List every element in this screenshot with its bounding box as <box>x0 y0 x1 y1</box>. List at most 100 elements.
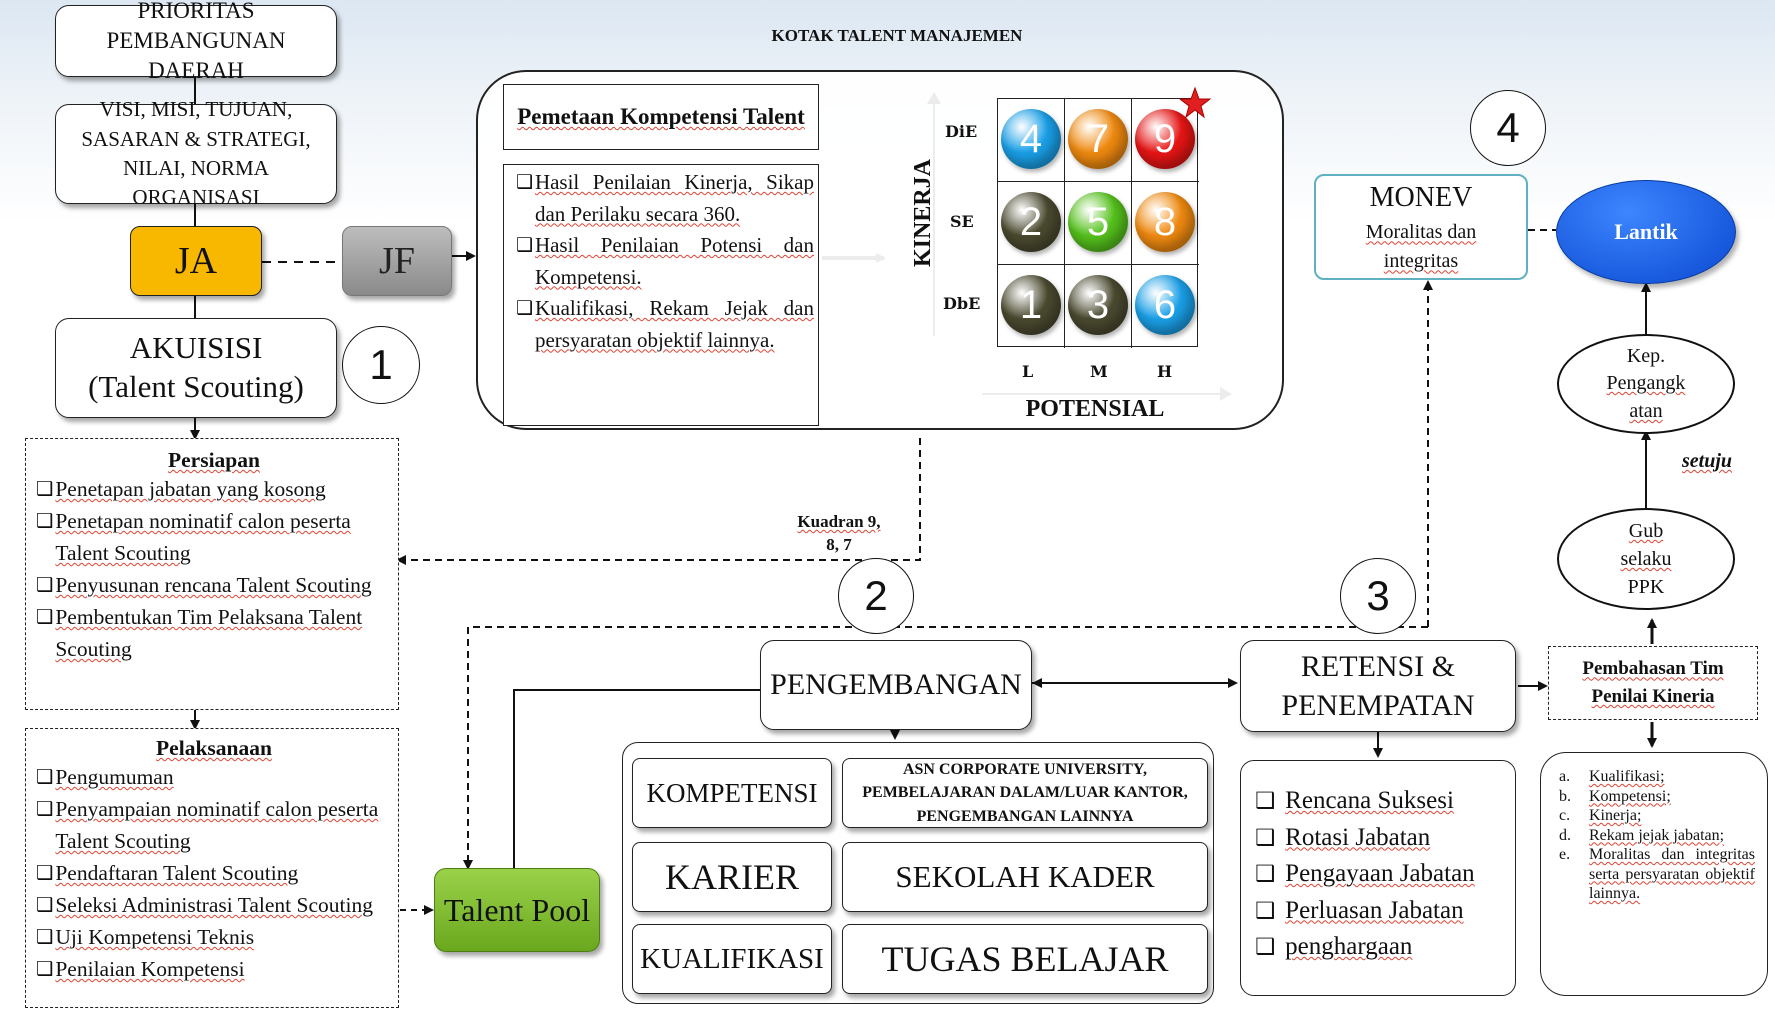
pemetaan-title-box: Pemetaan Kompetensi Talent <box>503 84 819 150</box>
criteria-marker: b. <box>1559 787 1571 805</box>
kompetensi-box: KOMPETENSI <box>632 758 832 828</box>
persiapan-item: ❑Penetapan jabatan yang kosong <box>36 473 392 505</box>
checkbox-icon: ❑ <box>516 171 533 193</box>
step-2-circle: 2 <box>838 558 914 634</box>
tugas-belajar-box: TUGAS BELAJAR <box>842 924 1208 994</box>
matrix-cell: 7 <box>1065 99 1132 182</box>
checkbox-icon: ❑ <box>36 605 54 628</box>
pembahasan-line-1: Pembahasan Tim <box>1582 658 1724 680</box>
star-icon <box>1178 86 1212 120</box>
criteria-list-box: a.Kualifikasi;b.Kompetensi;c.Kinerja;d.R… <box>1540 752 1768 996</box>
col-label-h: H <box>1157 362 1173 381</box>
criteria-marker: a. <box>1559 768 1571 785</box>
retensi-box: RETENSI & PENEMPATAN <box>1240 640 1516 732</box>
akuisisi-subtitle: (Talent Scouting) <box>88 369 304 404</box>
talent-pool-label: Talent Pool <box>443 891 591 928</box>
criteria-marker: e. <box>1559 846 1571 863</box>
pelaksanaan-item: ❑Penyampaian nominatif calon peserta Tal… <box>36 793 392 857</box>
quadrant-ball: 1 <box>1001 275 1061 335</box>
criteria-item: c. Kinerja; <box>1559 806 1755 826</box>
retensi-item: ❑Rotasi Jabatan <box>1255 820 1475 857</box>
ja-label: JA <box>174 240 218 282</box>
sekolah-kader-label: SEKOLAH KADER <box>895 859 1155 894</box>
persiapan-item-text: Pembentukan Tim Pelaksana Talent Scoutin… <box>55 605 363 661</box>
criteria-text: Rekam jejak jabatan; <box>1589 826 1725 844</box>
monev-line-1: Moralitas dan <box>1365 221 1477 244</box>
checkbox-icon: ❑ <box>1255 788 1276 814</box>
retensi-title: RETENSI & <box>1300 650 1456 683</box>
pelaksanaan-item-text: Pengumuman <box>55 765 174 789</box>
kep-line-1: Kep. <box>1626 344 1666 367</box>
corporate-university-box: ASN CORPORATE UNIVERSITY, PEMBELAJARAN D… <box>842 758 1208 828</box>
checkbox-icon: ❑ <box>36 477 54 500</box>
criteria-text: Kinerja; <box>1589 807 1642 824</box>
kuadran-line-2: 8, 7 <box>826 535 852 554</box>
kuadran-line-1: Kuadran 9, <box>797 512 881 531</box>
prioritas-text: PRIORITAS PEMBANGUNAN DAERAH <box>106 0 286 83</box>
step-2-label: 2 <box>864 572 888 619</box>
persiapan-item: ❑Penetapan nominatif calon peserta Talen… <box>36 505 392 569</box>
quadrant-ball: 5 <box>1068 192 1128 252</box>
criteria-item: a.Kualifikasi; <box>1559 767 1755 787</box>
criteria-item: e.Moralitas dan integritas serta persyar… <box>1559 845 1755 904</box>
checkbox-icon: ❑ <box>36 573 54 596</box>
matrix-cell: 3 <box>1065 265 1132 348</box>
checkbox-icon: ❑ <box>1255 897 1276 924</box>
checkbox-icon: ❑ <box>36 957 54 980</box>
checkbox-icon: ❑ <box>516 297 533 319</box>
pelaksanaan-item: ❑Penilaian Kompetensi <box>36 953 392 985</box>
pemetaan-item: ❑Hasil Penilaian Kinerja, Sikap dan Peri… <box>516 167 814 230</box>
gub-line-2: selaku <box>1620 548 1672 570</box>
matrix-cell: 6 <box>1132 265 1199 348</box>
step-3-circle: 3 <box>1340 558 1416 634</box>
checkbox-icon: ❑ <box>36 893 54 916</box>
gub-line-1: Gub <box>1628 520 1664 542</box>
pelaksanaan-item: ❑Uji Kompetensi Teknis <box>36 921 392 953</box>
kep-pengangkatan-ellipse: Kep. Pengangk atan <box>1557 334 1735 434</box>
persiapan-item-text: Penetapan jabatan yang kosong <box>55 477 326 501</box>
pelaksanaan-list: ❑ Pengumuman ❑Penyampaian nominatif calon … <box>36 761 392 985</box>
kinerja-axis-label: KINERJA <box>910 159 936 268</box>
persiapan-box: Persiapan ❑Penetapan jabatan yang kosong… <box>25 438 399 710</box>
pemetaan-item-text: Hasil Penilaian Potensi dan Kompetensi. <box>534 233 814 289</box>
criteria-text: Kompetensi; <box>1589 787 1671 805</box>
step-3-label: 3 <box>1366 572 1390 619</box>
setuju-label: setuju <box>1682 450 1733 472</box>
col-label-l: L <box>1022 362 1034 381</box>
criteria-list: a.Kualifikasi;b.Kompetensi;c.Kinerja;d.R… <box>1559 767 1755 904</box>
pemetaan-item-text: Kualifikasi, Rekam Jejak dan persyaratan… <box>534 296 814 352</box>
checkbox-icon: ❑ <box>1255 824 1276 851</box>
persiapan-item-text: Penyusunan rencana Talent Scouting <box>55 573 372 597</box>
kuadran-label: Kuadran 9, 8, 7 <box>780 510 898 556</box>
checkbox-icon: ❑ <box>1255 861 1276 887</box>
monev-box: MONEV Moralitas dan integritas <box>1314 174 1528 280</box>
talent-pool-box: Talent Pool <box>434 868 600 952</box>
pelaksanaan-item: ❑Pendaftaran Talent Scouting <box>36 857 392 889</box>
pelaksanaan-item: ❑Seleksi Administrasi Talent Scouting <box>36 889 392 921</box>
row-label-die: DiE <box>945 122 978 141</box>
retensi-list: ❑Rencana Suksesi❑Rotasi Jabatan❑Pengayaa… <box>1255 783 1475 966</box>
quadrant-ball: 8 <box>1135 192 1195 252</box>
pelaksanaan-item-text: Seleksi Administrasi Talent Scouting <box>55 893 373 917</box>
matrix-cell: 1 <box>998 265 1065 348</box>
pembahasan-box: Pembahasan Tim Penilai Kineria <box>1548 646 1758 720</box>
quadrant-ball: 7 <box>1068 109 1128 169</box>
row-label-dbe: DbE <box>943 294 981 313</box>
monev-title: MONEV <box>1369 181 1473 213</box>
retensi-subtitle: PENEMPATAN <box>1281 689 1475 722</box>
matrix-cell: 2 <box>998 182 1065 265</box>
checkbox-icon: ❑ <box>36 925 54 948</box>
step-4-label: 4 <box>1496 104 1520 151</box>
pembahasan-line-2: Penilai Kineria <box>1591 686 1715 707</box>
pengembangan-title: PENGEMBANGAN <box>770 668 1022 701</box>
retensi-list-box: ❑Rencana Suksesi❑Rotasi Jabatan❑Pengayaa… <box>1240 760 1516 996</box>
retensi-item: ❑penghargaan <box>1255 929 1475 966</box>
criteria-marker: c. <box>1559 807 1571 824</box>
retensi-item-text: penghargaan <box>1285 933 1413 960</box>
karier-box: KARIER <box>632 842 832 912</box>
potensial-axis-label: POTENSIAL <box>1025 396 1165 422</box>
pemetaan-item: ❑Hasil Penilaian Potensi dan Kompetensi. <box>516 230 814 293</box>
retensi-item: ❑Perluasan Jabatan <box>1255 893 1475 930</box>
quadrant-ball: 9 <box>1135 109 1195 169</box>
checkbox-icon: ❑ <box>36 509 54 532</box>
